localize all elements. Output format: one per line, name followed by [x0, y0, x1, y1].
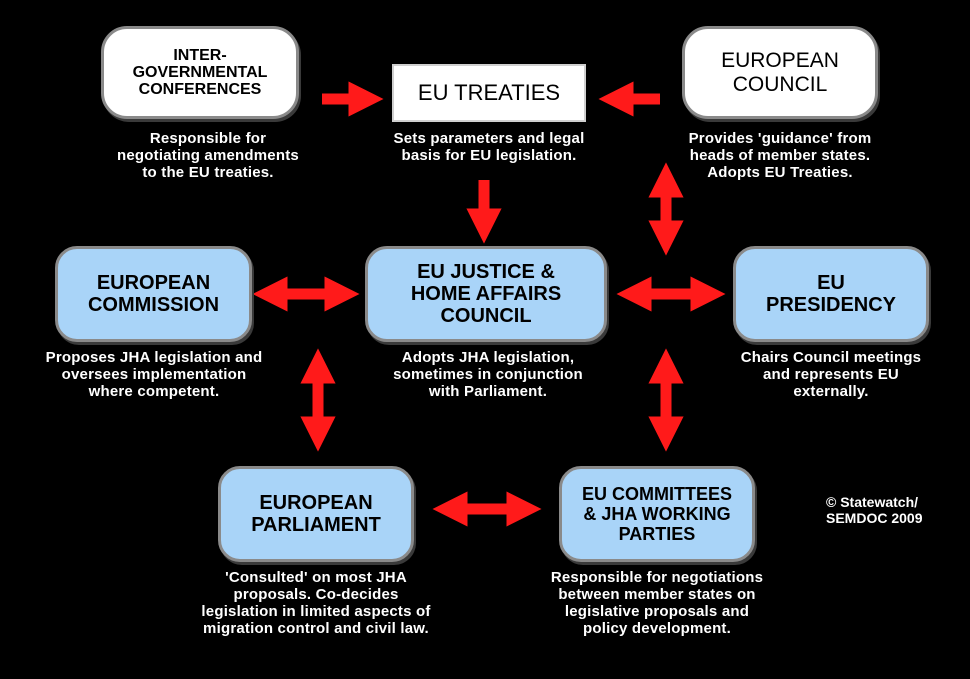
- desc-eu-committees: Responsible for negotiations between mem…: [550, 569, 764, 637]
- node-european-commission: EUROPEAN COMMISSION: [55, 246, 252, 342]
- node-eu-treaties-label: EU TREATIES: [417, 80, 561, 105]
- node-european-council: EUROPEAN COUNCIL: [682, 26, 878, 119]
- node-eu-committees: EU COMMITTEES & JHA WORKING PARTIES: [559, 466, 755, 562]
- node-jha-council-label: EU JUSTICE & HOME AFFAIRS COUNCIL: [410, 261, 562, 327]
- desc-european-council: Provides 'guidance' from heads of member…: [688, 130, 872, 181]
- node-jha-council: EU JUSTICE & HOME AFFAIRS COUNCIL: [365, 246, 607, 342]
- desc-intergovernmental-conferences: Responsible for negotiating amendments t…: [117, 130, 299, 181]
- node-european-commission-label: EUROPEAN COMMISSION: [87, 272, 220, 316]
- node-eu-committees-label: EU COMMITTEES & JHA WORKING PARTIES: [581, 484, 732, 544]
- node-intergovernmental-conferences: INTER- GOVERNMENTAL CONFERENCES: [101, 26, 299, 119]
- node-european-parliament-label: EUROPEAN PARLIAMENT: [251, 492, 381, 536]
- desc-eu-presidency: Chairs Council meetings and represents E…: [740, 349, 922, 400]
- copyright-credit: © Statewatch/ SEMDOC 2009: [826, 494, 923, 526]
- node-eu-presidency: EU PRESIDENCY: [733, 246, 929, 342]
- node-eu-treaties: EU TREATIES: [392, 64, 586, 122]
- desc-european-parliament: 'Consulted' on most JHA proposals. Co-de…: [201, 569, 431, 637]
- node-european-parliament: EUROPEAN PARLIAMENT: [218, 466, 414, 562]
- node-european-council-label: EUROPEAN COUNCIL: [721, 48, 839, 96]
- desc-jha-council: Adopts JHA legislation, sometimes in con…: [393, 349, 583, 400]
- desc-european-commission: Proposes JHA legislation and oversees im…: [45, 349, 263, 400]
- node-eu-presidency-label: EU PRESIDENCY: [765, 272, 897, 316]
- desc-eu-treaties: Sets parameters and legal basis for EU l…: [393, 130, 585, 164]
- node-intergovernmental-conferences-label: INTER- GOVERNMENTAL CONFERENCES: [132, 47, 268, 98]
